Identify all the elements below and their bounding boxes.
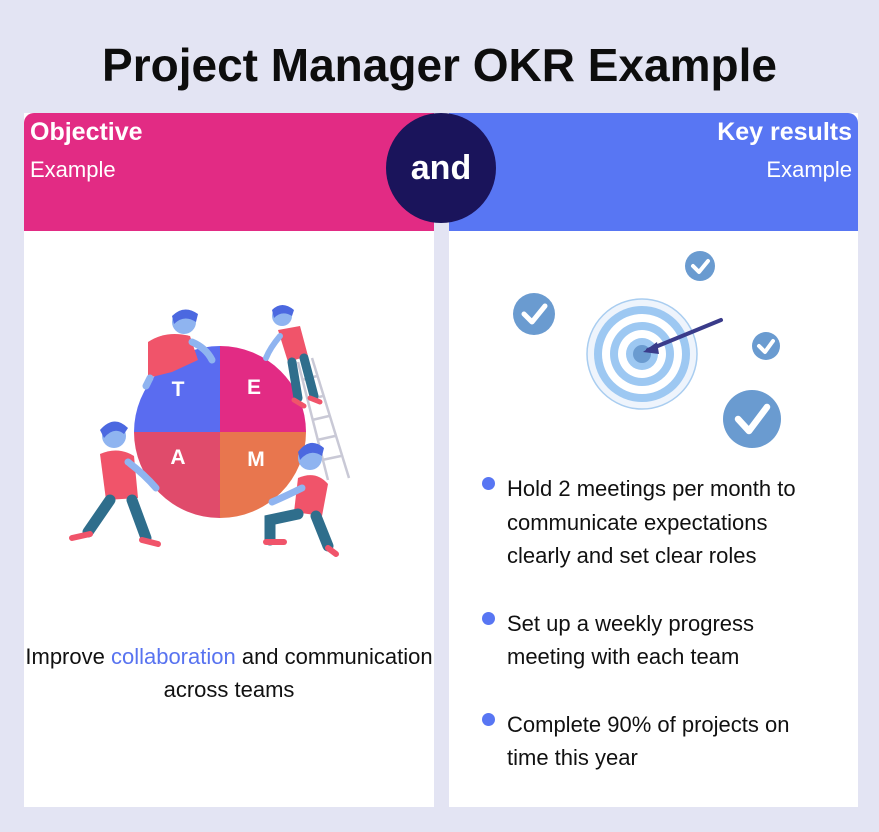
person-icon — [263, 305, 323, 409]
check-circle-icon — [723, 390, 781, 448]
and-label: and — [410, 148, 472, 187]
team-letter-m: M — [247, 448, 265, 471]
check-circle-icon — [752, 332, 780, 360]
objective-header: Objective Example — [24, 113, 434, 231]
key-result-item: Hold 2 meetings per month to communicate… — [482, 472, 822, 573]
person-icon — [263, 442, 339, 557]
objective-subheading: Example — [30, 157, 116, 182]
key-result-text: Complete 90% of projects on time this ye… — [507, 711, 790, 771]
and-badge: and — [386, 113, 496, 223]
objective-panel: Objective Example — [24, 113, 434, 807]
bullet-icon — [482, 611, 495, 625]
key-results-list: Hold 2 meetings per month to communicate… — [482, 472, 822, 775]
person-icon — [142, 309, 216, 390]
key-result-item: Complete 90% of projects on time this ye… — [482, 708, 822, 775]
team-letter-t: T — [172, 378, 185, 401]
team-puzzle-icon: T E A M — [69, 305, 351, 557]
key-result-text: Set up a weekly progress meeting with ea… — [507, 610, 755, 670]
bullet-icon — [482, 712, 495, 726]
check-circle-icon — [685, 251, 715, 281]
bullseye-icon — [586, 298, 698, 410]
page-title: Project Manager OKR Example — [102, 39, 777, 91]
objective-heading: Objective — [30, 118, 143, 146]
arrow-icon — [643, 318, 723, 354]
objective-text-after: and communication across teams — [163, 644, 433, 702]
objective-text-highlight: collaboration — [110, 644, 236, 669]
key-results-header: Key results Example — [449, 113, 858, 231]
bullet-icon — [482, 477, 495, 490]
key-result-item: Set up a weekly progress meeting with ea… — [482, 607, 822, 674]
objective-description: Improve collaboration and communication … — [24, 640, 434, 706]
team-letter-e: E — [247, 376, 261, 399]
ladder-icon — [296, 357, 351, 481]
key-result-text: Hold 2 meetings per month to communicate… — [507, 476, 796, 568]
key-results-subheading: Example — [766, 157, 852, 182]
target-icon — [513, 251, 781, 448]
person-icon — [69, 421, 161, 547]
check-circle-icon — [513, 293, 555, 335]
key-results-panel: Key results Example — [449, 113, 858, 807]
objective-text-before: Improve — [25, 644, 111, 669]
team-letter-a: A — [170, 446, 185, 469]
key-results-heading: Key results — [717, 118, 852, 146]
